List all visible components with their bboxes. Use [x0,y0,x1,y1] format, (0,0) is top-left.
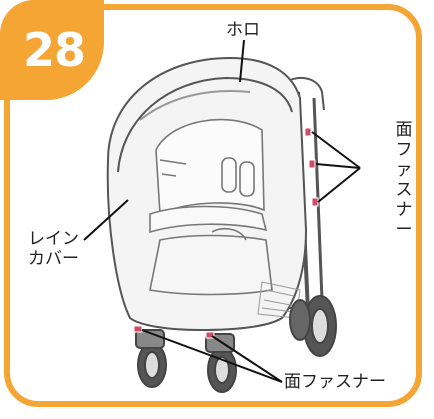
side-fastener-label: 面ファスナー [395,120,413,240]
rain-cover-leader [83,199,129,241]
bottom-leader-2 [211,335,283,383]
rear-wheels [289,295,337,357]
side-leader-3 [317,167,361,203]
bottom-fastener-1 [133,325,143,333]
rain-cover-label-line2: カバー [28,249,79,269]
hood-leader [239,39,245,83]
bottom-fastener-label: 面ファスナー [284,372,386,392]
hood-label: ホロ [226,20,260,40]
side-fastener-2 [308,159,316,169]
bottom-leader-1 [141,329,283,383]
rain-cover-label-line1: レイン [28,229,79,249]
step-badge: 28 [0,0,104,100]
fasteners [133,127,319,339]
basket [257,281,301,319]
step-number: 28 [22,23,86,77]
side-fastener-3 [311,197,319,207]
side-fastener-1 [304,127,312,137]
bottom-fastener-2 [205,331,215,339]
seat [149,118,273,296]
leader-lines [83,39,361,383]
front-wheels [135,329,237,393]
side-leader-1 [311,131,361,169]
side-leader-2 [315,163,361,169]
rain-cover-label: レイン カバー [28,229,88,269]
